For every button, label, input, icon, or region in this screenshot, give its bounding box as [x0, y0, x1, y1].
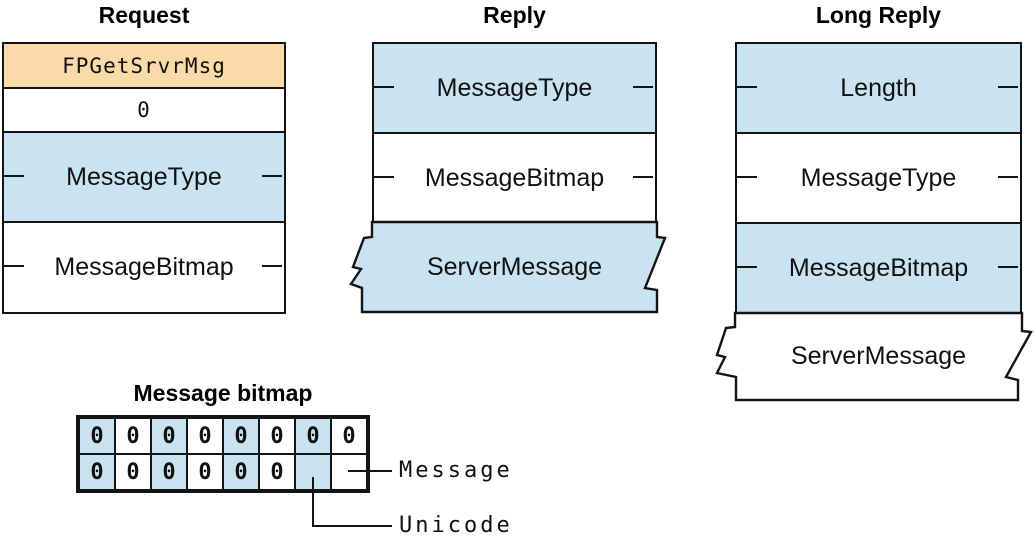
- word-boundary-tick: [998, 86, 1018, 88]
- field-label: MessageBitmap: [54, 253, 234, 281]
- bitmap-cell: 0: [78, 453, 116, 491]
- field-label: ServerMessage: [426, 252, 603, 281]
- word-boundary-tick: [374, 176, 394, 178]
- bitmap-cell: 0: [186, 417, 224, 455]
- word-boundary-tick: [374, 86, 394, 88]
- word-boundary-tick: [262, 265, 282, 267]
- message-callout-label: Message: [399, 458, 513, 483]
- field-label: MessageType: [66, 162, 222, 191]
- unicode-callout-label: Unicode: [399, 513, 513, 538]
- word-boundary-tick: [262, 175, 282, 177]
- jagged-polygon: [715, 311, 1033, 402]
- bitmap-cell: 0: [330, 417, 368, 455]
- field-label: MessageBitmap: [788, 254, 969, 282]
- request-field-fpgetsrvrmsg: FPGetSrvrMsg: [2, 42, 286, 89]
- request-title: Request: [98, 2, 190, 28]
- field-label: Length: [840, 73, 917, 102]
- reply-title: Reply: [483, 2, 546, 28]
- word-boundary-tick: [737, 176, 757, 178]
- word-boundary-tick: [633, 176, 653, 178]
- reply-field-messagetype: MessageType: [372, 42, 657, 134]
- field-label: FPGetSrvrMsg: [62, 53, 226, 78]
- long-reply-title: Long Reply: [815, 2, 942, 28]
- bitmap-cell: 0: [186, 453, 224, 491]
- field-label: MessageType: [800, 163, 957, 192]
- word-boundary-tick: [633, 86, 653, 88]
- message-bitmap-title: Message bitmap: [133, 380, 313, 406]
- word-boundary-tick: [998, 266, 1018, 268]
- message-callout-line: [348, 470, 392, 472]
- word-boundary-tick: [998, 176, 1018, 178]
- long-reply-field-messagebitmap: MessageBitmap: [735, 222, 1022, 315]
- long-reply-field-length: Length: [735, 42, 1022, 134]
- long-reply-servermessage-jagged-field: [715, 311, 1033, 402]
- word-boundary-tick: [737, 86, 757, 88]
- field-label: 0: [137, 98, 151, 122]
- reply-field-servermessage: ServerMessage: [372, 222, 657, 312]
- word-boundary-tick: [4, 175, 24, 177]
- long-reply-field-messagetype: MessageType: [735, 132, 1022, 224]
- bitmap-cell: 0: [222, 417, 260, 455]
- unicode-callout-line-vertical: [312, 477, 314, 527]
- bitmap-grid-outline: [76, 415, 370, 493]
- long-reply-field-servermessage: ServerMessage: [735, 313, 1022, 400]
- word-boundary-tick: [4, 265, 24, 267]
- field-label: MessageBitmap: [424, 163, 605, 192]
- unicode-callout-line-horizontal: [312, 525, 392, 527]
- reply-servermessage-jagged-field: [349, 220, 667, 314]
- field-label: MessageType: [436, 73, 593, 102]
- field-label: ServerMessage: [790, 342, 967, 370]
- request-field-messagetype: MessageType: [2, 131, 286, 223]
- word-boundary-tick: [737, 266, 757, 268]
- request-field-zero: 0: [2, 87, 286, 133]
- request-field-messagebitmap: MessageBitmap: [2, 221, 286, 314]
- jagged-polygon: [349, 220, 667, 314]
- reply-field-messagebitmap: MessageBitmap: [372, 132, 657, 224]
- bitmap-cell: 0: [258, 453, 296, 491]
